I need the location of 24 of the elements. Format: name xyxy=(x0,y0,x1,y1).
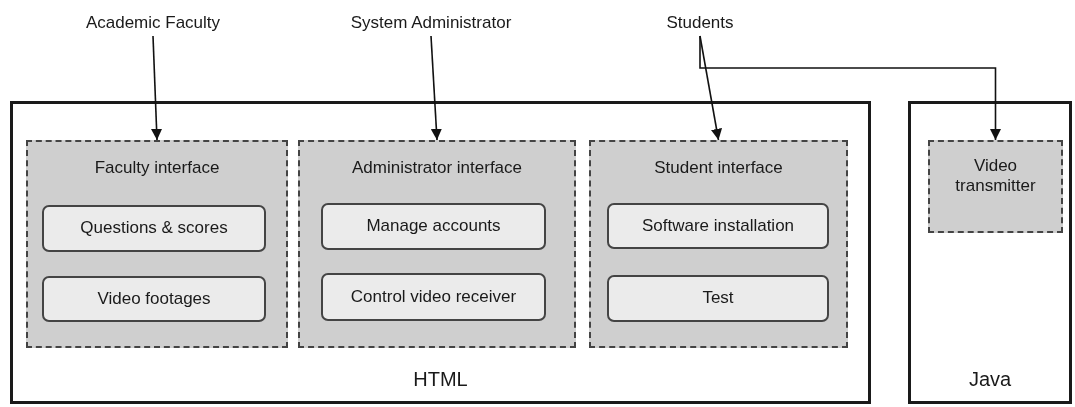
module-title: Student interface xyxy=(654,158,783,179)
module-title: Video transmitter xyxy=(954,156,1037,197)
function-box: Questions & scores xyxy=(42,205,266,252)
module-box xyxy=(298,140,576,348)
function-box: Manage accounts xyxy=(321,203,546,250)
arrow xyxy=(430,35,442,141)
platform-name: Java xyxy=(968,367,1012,391)
actor-label: System Administrator xyxy=(326,10,536,36)
module-title: Administrator interface xyxy=(351,158,523,179)
module-title: Faculty interface xyxy=(94,158,220,179)
platform-name: HTML xyxy=(413,367,468,391)
platform-box xyxy=(10,101,871,404)
arrow xyxy=(150,35,163,141)
function-box: Software installation xyxy=(607,203,829,249)
arrow xyxy=(699,35,1002,141)
function-box: Test xyxy=(607,275,829,322)
module-box xyxy=(589,140,848,348)
module-box xyxy=(26,140,288,348)
actor-label: Students xyxy=(640,10,760,36)
module-box xyxy=(928,140,1063,233)
function-box: Video footages xyxy=(42,276,266,322)
platform-box xyxy=(908,101,1072,404)
actor-label: Academic Faculty xyxy=(58,10,248,36)
function-box: Control video receiver xyxy=(321,273,546,321)
